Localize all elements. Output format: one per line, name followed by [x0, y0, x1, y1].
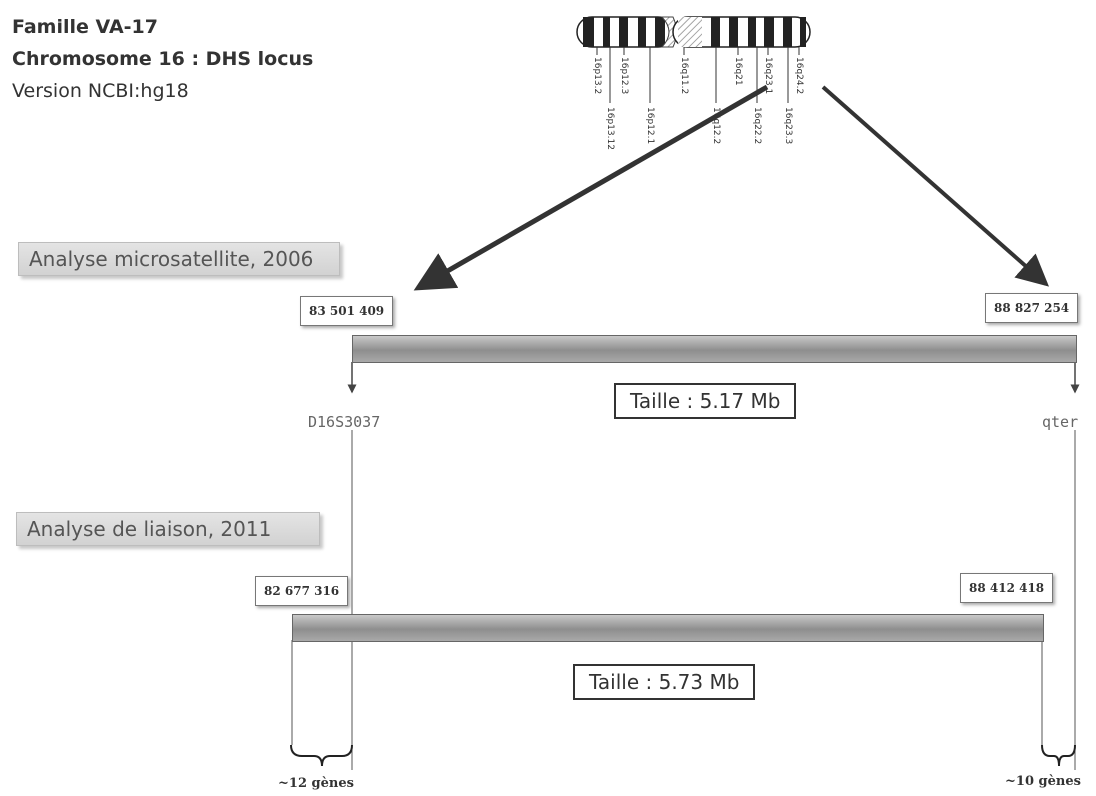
- gene-count-right: ~10 gènes: [1005, 774, 1081, 789]
- section-label-2011: Analyse de liaison, 2011: [16, 512, 320, 546]
- chromosome-ideogram: [576, 16, 811, 103]
- band-label: 16q12.2: [711, 107, 721, 145]
- size-label-2011: Taille : 5.73 Mb: [573, 664, 756, 700]
- band-label: 16q22.2: [752, 107, 762, 145]
- start-coordinate-2006: 83 501 409: [300, 296, 394, 326]
- size-label-2006: Taille : 5.17 Mb: [614, 383, 797, 419]
- band-label: 16q21: [733, 57, 743, 86]
- gene-count-left: ~12 gènes: [278, 776, 354, 791]
- band-label: 16p13.12: [605, 107, 615, 150]
- interval-bar-2006: [352, 335, 1077, 363]
- band-label: 16p13.2: [592, 57, 602, 95]
- marker-left: D16S3037: [308, 413, 381, 431]
- band-label: 16q24.2: [794, 57, 804, 95]
- band-label: 16q11.2: [679, 57, 689, 95]
- end-coordinate-2011: 88 412 418: [960, 573, 1054, 603]
- band-label: 16q23.3: [783, 107, 793, 145]
- band-label: 16p12.1: [645, 107, 655, 145]
- right-brace: [1041, 744, 1076, 767]
- left-brace: [290, 744, 353, 767]
- end-coordinate-2006: 88 827 254: [985, 293, 1079, 323]
- band-label: 16q23.1: [763, 57, 773, 95]
- arrow-right: [821, 85, 1049, 287]
- start-coordinate-2011: 82 677 316: [255, 576, 349, 606]
- interval-bar-2011: [292, 614, 1044, 642]
- arrow-left: [413, 84, 769, 291]
- family-title: Famille VA-17: [12, 16, 158, 38]
- band-label: 16p12.3: [619, 57, 629, 95]
- chromosome-title: Chromosome 16 : DHS locus: [12, 48, 314, 70]
- version-label: Version NCBI:hg18: [12, 80, 189, 102]
- marker-right: qter: [1042, 413, 1079, 431]
- section-label-2006: Analyse microsatellite, 2006: [18, 242, 340, 276]
